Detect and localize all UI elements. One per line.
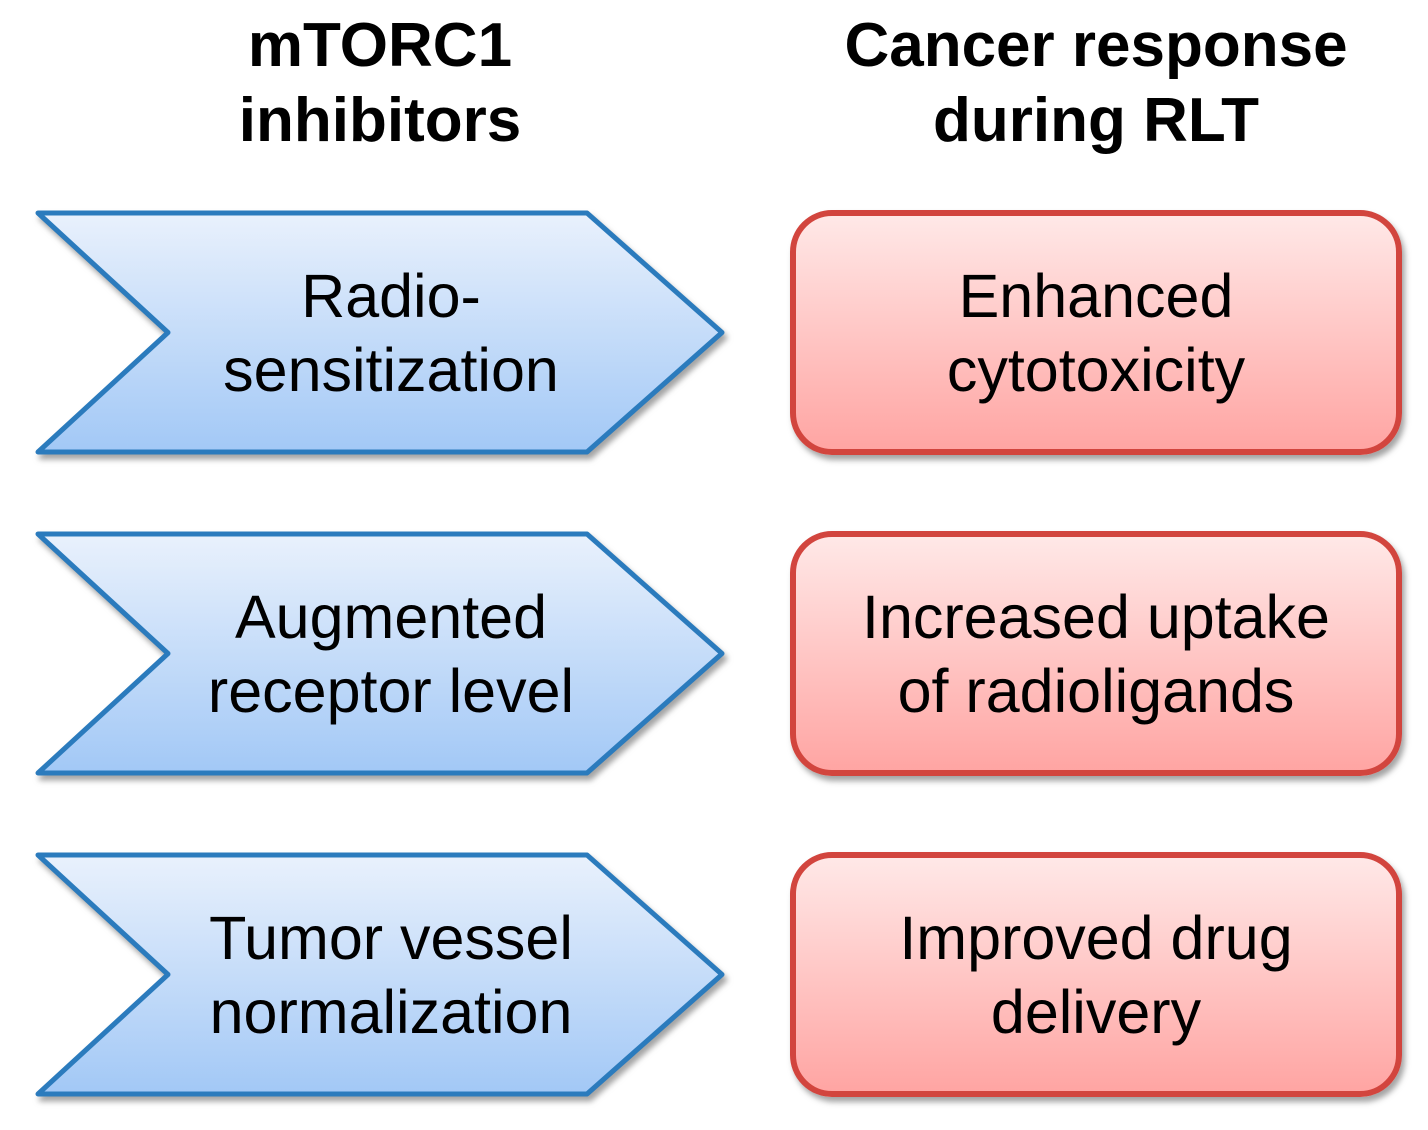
right-header-line-2: during RLT	[933, 86, 1259, 155]
chevron-arrow-vessel-normalization: Tumor vessel normalization	[35, 852, 725, 1097]
left-header-line-2: inhibitors	[238, 86, 522, 155]
chevron-shape	[35, 852, 725, 1097]
box-label: Enhanced cytotoxicity	[946, 261, 1246, 404]
right-header-line-1: Cancer response	[844, 11, 1348, 80]
chevron-arrow-radiosensitization: Radio- sensitization	[35, 210, 725, 455]
response-box-increased-uptake: Increased uptake of radioligands	[790, 531, 1402, 776]
chevron-shape	[35, 531, 725, 776]
arrow-label: Tumor vessel normalization	[209, 903, 573, 1046]
box-label: Improved drug delivery	[899, 903, 1293, 1046]
right-column-header: Cancer response during RLT	[790, 8, 1402, 158]
response-box-improved-delivery: Improved drug delivery	[790, 852, 1402, 1097]
response-box-enhanced-cytotoxicity: Enhanced cytotoxicity	[790, 210, 1402, 455]
box-label: Increased uptake of radioligands	[862, 582, 1330, 725]
arrow-label: Augmented receptor level	[207, 582, 575, 725]
chevron-shape	[35, 210, 725, 455]
arrow-label: Radio- sensitization	[223, 261, 559, 404]
left-header-line-1: mTORC1	[247, 11, 513, 80]
left-column-header: mTORC1 inhibitors	[35, 8, 725, 158]
chevron-arrow-augmented-receptor: Augmented receptor level	[35, 531, 725, 776]
